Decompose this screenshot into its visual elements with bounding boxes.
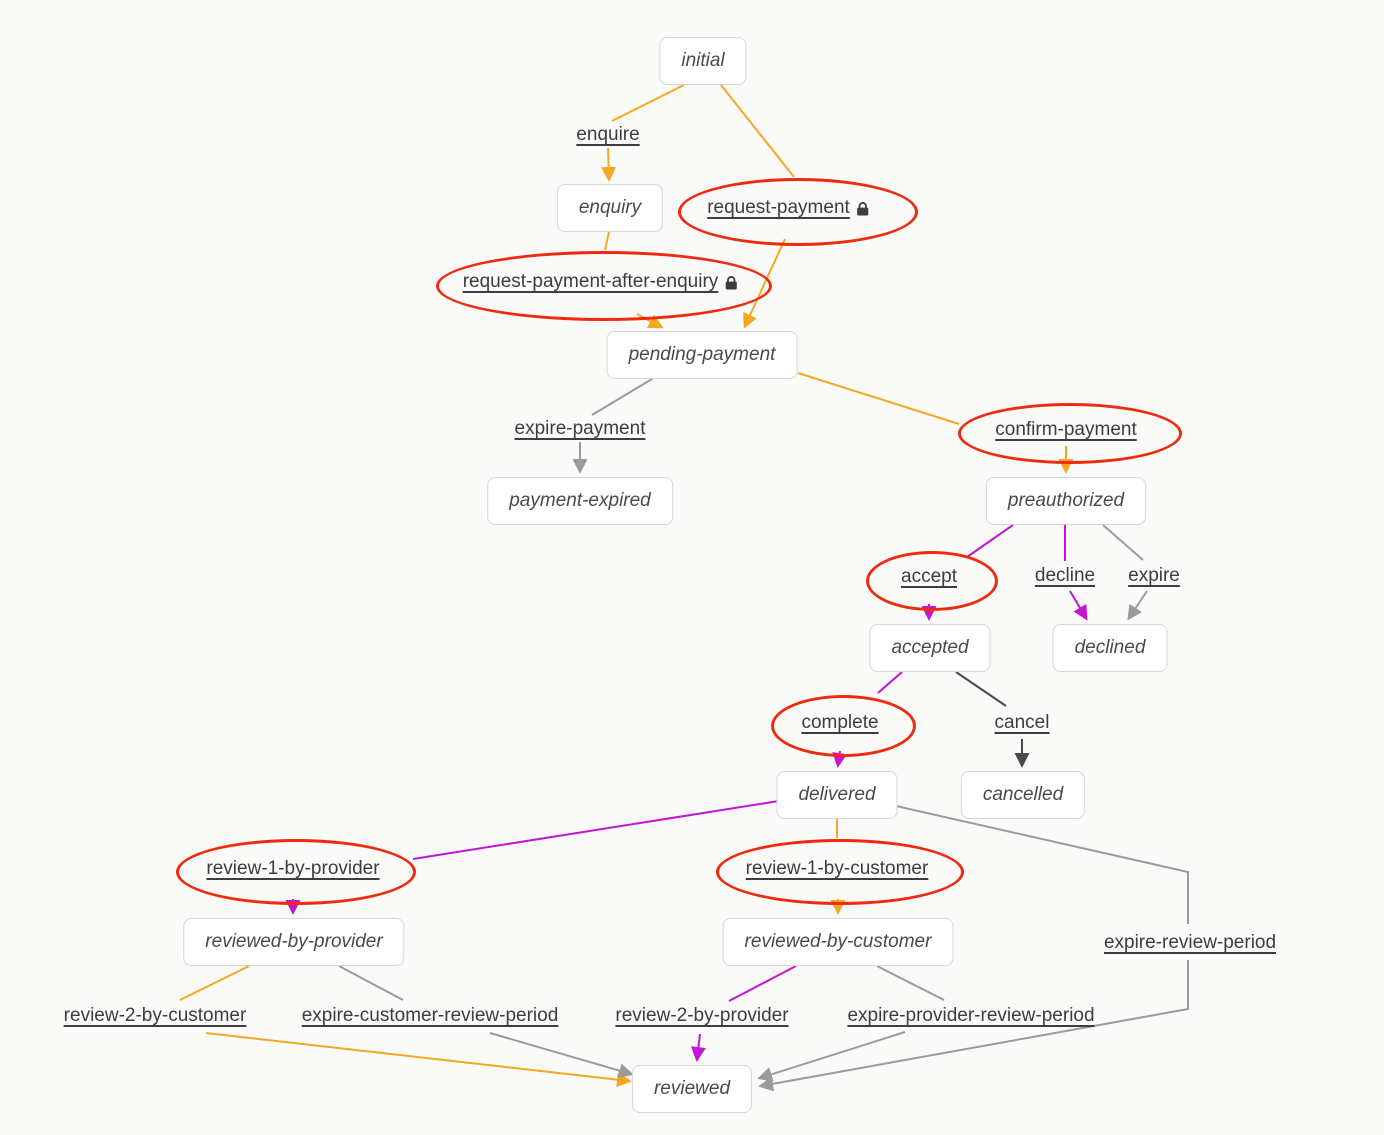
lock-icon [856,201,869,216]
state-pending-payment: pending-payment [606,331,798,379]
transition-expire-review-period[interactable]: expire-review-period [1103,932,1277,953]
transition-accept[interactable]: accept [901,566,957,587]
transition-review-1-by-provider[interactable]: review-1-by-provider [206,858,380,879]
transition-decline[interactable]: decline [1034,565,1096,586]
state-cancelled: cancelled [960,771,1086,819]
state-initial: initial [659,37,747,85]
transition-expire-customer-review-period[interactable]: expire-customer-review-period [301,1005,559,1026]
state-accepted: accepted [869,624,991,672]
transition-expire-provider-review-period[interactable]: expire-provider-review-period [847,1005,1095,1026]
edge-review-1-by-provider [285,800,780,915]
state-delivered: delivered [776,771,898,819]
transition-confirm-payment[interactable]: confirm-payment [995,419,1137,440]
state-enquiry: enquiry [556,184,664,232]
state-reviewed-by-provider: reviewed-by-provider [183,918,405,966]
lock-icon [724,275,737,290]
transition-cancel[interactable]: cancel [994,712,1050,733]
transition-complete[interactable]: complete [801,712,879,733]
state-reviewed-by-customer: reviewed-by-customer [722,918,954,966]
transition-expire-payment[interactable]: expire-payment [514,418,646,439]
state-preauthorized: preauthorized [985,477,1147,525]
transition-request-payment[interactable]: request-payment [707,197,869,219]
transition-review-1-by-customer[interactable]: review-1-by-customer [745,858,929,879]
transition-label[interactable]: request-payment [707,197,850,218]
transition-enquire[interactable]: enquire [576,124,640,145]
transition-request-payment-after-enquiry[interactable]: request-payment-after-enquiry [463,271,738,293]
state-declined: declined [1052,624,1168,672]
transition-expire[interactable]: expire [1128,565,1180,586]
transition-review-2-by-provider[interactable]: review-2-by-provider [615,1005,789,1026]
state-payment-expired: payment-expired [487,477,673,525]
transition-label[interactable]: request-payment-after-enquiry [462,271,719,292]
transition-review-2-by-customer[interactable]: review-2-by-customer [63,1005,247,1026]
state-reviewed: reviewed [631,1065,753,1113]
